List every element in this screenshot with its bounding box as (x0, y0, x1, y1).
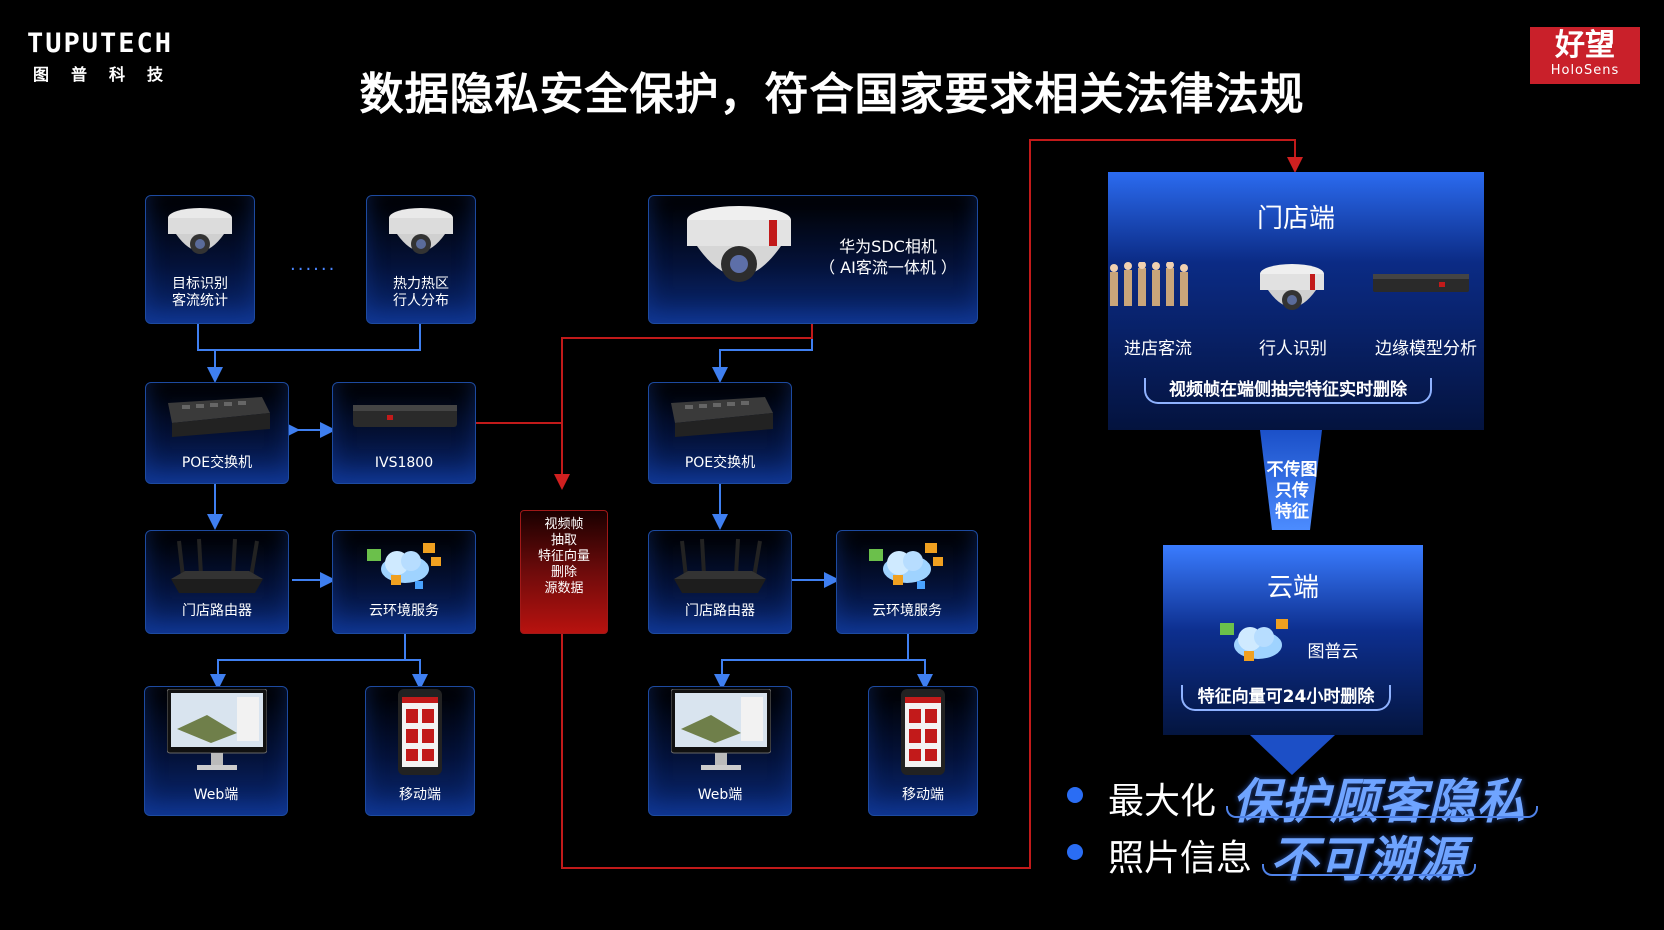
router-box-right: 门店路由器 (648, 530, 792, 634)
cloud-service-icon (367, 543, 441, 589)
bullet-highlight-2: 不可溯源 (1270, 832, 1467, 888)
process-label: 视频帧 抽取 特征向量 删除 源数据 (537, 517, 590, 596)
router-label-right: 门店路由器 (685, 603, 755, 619)
phone-icon (398, 689, 442, 775)
mobile-box-right: 移动端 (868, 686, 978, 816)
monitor-icon (167, 689, 267, 770)
phone-icon (901, 689, 945, 775)
router-icon (674, 538, 766, 593)
mobile-label-left: 移动端 (399, 787, 441, 803)
monitor-icon (671, 689, 771, 770)
edge-device-icon (1373, 274, 1469, 292)
bullet-underline-1 (1226, 806, 1538, 818)
store-item-traffic: 进店客流 (1124, 339, 1192, 359)
ivs-label: IVS1800 (374, 455, 434, 471)
router-box-left: 门店路由器 (145, 530, 289, 634)
brand-en: HoloSens (1550, 63, 1620, 78)
logo-text-cn: 图普科技 (33, 65, 186, 84)
cloud-name: 图普云 (1307, 642, 1359, 662)
web-box-right: Web端 (648, 686, 792, 816)
bullet-underline-2 (1262, 864, 1476, 876)
sdc-camera-icon (687, 206, 791, 282)
store-note: 视频帧在端侧抽完特征实时删除 (1144, 378, 1432, 404)
cloud-label-right: 云环境服务 (872, 603, 942, 619)
poe-switch-box-left: POE交换机 (145, 382, 289, 484)
customers-icon (1110, 262, 1188, 306)
store-panel-title: 门店端 (1256, 204, 1335, 234)
bullet-dot-1 (1067, 787, 1083, 803)
store-item-recognition: 行人识别 (1259, 339, 1327, 359)
brand-cn: 好望 (1555, 28, 1615, 63)
cloud-service-icon (1220, 619, 1288, 661)
store-item-edge: 边缘模型分析 (1375, 339, 1477, 359)
poe-label-right: POE交换机 (684, 455, 756, 471)
cloud-label-left: 云环境服务 (369, 603, 439, 619)
bullet-highlight-1: 保护顾客隐私 (1232, 774, 1527, 830)
sdc-camera-label: 华为SDC相机 （ AI客流一体机 ） (819, 237, 957, 277)
store-panel: 门店端 进店客流 行人识别 边缘模型分析 视频帧在端侧抽完特征实时删除 (1108, 172, 1484, 430)
dome-camera-icon (168, 208, 232, 254)
camera-label-target: 目标识别 客流统计 (172, 276, 228, 309)
process-box: 视频帧 抽取 特征向量 删除 源数据 (520, 510, 608, 634)
switch-icon (671, 397, 773, 437)
bullet-lead-1: 最大化 (1108, 781, 1217, 822)
sdc-camera-box: 华为SDC相机 （ AI客流一体机 ） (648, 195, 978, 324)
ivs-device-icon (353, 405, 457, 427)
web-box-left: Web端 (144, 686, 288, 816)
camera-label-heat: 热力热区 行人分布 (393, 276, 449, 309)
web-label-left: Web端 (193, 787, 239, 803)
page-title: 数据隐私安全保护，符合国家要求相关法律法规 (359, 69, 1305, 120)
dome-camera-icon (1260, 264, 1324, 310)
camera-box-target: 目标识别 客流统计 (145, 195, 255, 324)
holosens-logo: 好望 HoloSens (1530, 27, 1640, 84)
mobile-label-right: 移动端 (902, 787, 944, 803)
dome-camera-icon (389, 208, 453, 254)
router-label-left: 门店路由器 (182, 603, 252, 619)
more-dots: ...... (290, 254, 337, 275)
bullet-lead-2: 照片信息 (1108, 838, 1253, 879)
cloud-note: 特征向量可24小时删除 (1181, 685, 1391, 711)
cloud-panel: 云端 图普云 特征向量可24小时删除 (1163, 545, 1423, 735)
cloud-box-right: 云环境服务 (836, 530, 978, 634)
poe-switch-box-right: POE交换机 (648, 382, 792, 484)
switch-icon (168, 397, 270, 437)
router-icon (171, 538, 263, 593)
camera-box-heat: 热力热区 行人分布 (366, 195, 476, 324)
bullet-dot-2 (1067, 844, 1083, 860)
transfer-text: 不传图 只传 特征 (1266, 460, 1318, 522)
poe-label-left: POE交换机 (181, 455, 253, 471)
cloud-service-icon (869, 543, 943, 589)
ivs-box: IVS1800 (332, 382, 476, 484)
cloud-box-left: 云环境服务 (332, 530, 476, 634)
mobile-box-left: 移动端 (365, 686, 475, 816)
web-label-right: Web端 (697, 787, 743, 803)
cloud-panel-title: 云端 (1266, 573, 1319, 603)
logo-text-en: TUPUTECH (27, 28, 174, 59)
